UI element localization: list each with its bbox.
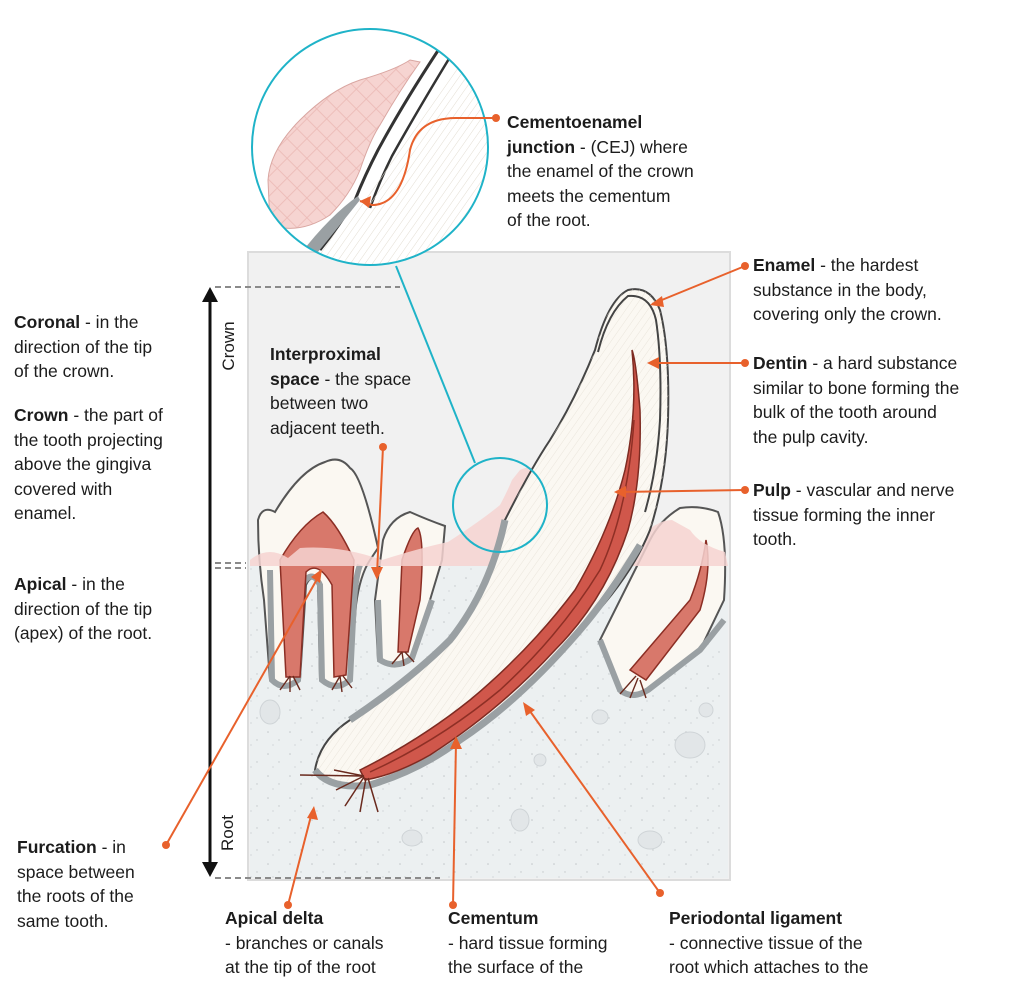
cej-label: Cementoenamel junction - (CEJ) where the… — [507, 112, 694, 230]
crown-root-arrow — [202, 287, 218, 877]
dentin-label: Dentin - a hard substance similar to bon… — [753, 353, 960, 447]
pdl-leader — [526, 706, 661, 894]
furcation-leader — [165, 573, 321, 846]
apical-delta-label: Apical delta - branches or canals at the… — [225, 908, 384, 977]
root-axis-label: Root — [218, 815, 237, 851]
apicaldelta-leader — [287, 811, 313, 906]
zoom-inset-ring — [251, 28, 489, 266]
cementum-label: Cementum - hard tissue forming the surfa… — [448, 908, 608, 977]
zoom-inset-content — [252, 29, 488, 265]
zoom-focus-circle — [452, 457, 548, 553]
pulp-label: Pulp - vascular and nerve tissue forming… — [753, 480, 955, 549]
coronal-label: Coronal - in the direction of the tip of… — [14, 312, 153, 381]
cementum-leader — [452, 741, 457, 906]
crown-label: Crown - the part of the tooth projecting… — [14, 405, 163, 523]
enamel-leader — [651, 265, 746, 305]
pulp-canal — [358, 349, 641, 781]
main-tooth — [299, 288, 670, 813]
enamel-label: Enamel - the hardest substance in the bo… — [753, 255, 942, 324]
zoom-connector — [395, 265, 476, 464]
cej-leader — [359, 117, 496, 207]
interproximal-label: Interproximal space - the space between … — [270, 344, 412, 438]
periodontal-ligament-label: Periodontal ligament - connective tissue… — [669, 908, 869, 977]
pulp-leader — [619, 489, 746, 493]
furcation-label: Furcation - in space between the roots o… — [17, 837, 135, 931]
interproximal-leader — [376, 446, 384, 575]
apical-label: Apical - in the direction of the tip (ap… — [14, 574, 153, 643]
crown-axis-label: Crown — [219, 321, 238, 371]
gingiva — [250, 467, 548, 566]
